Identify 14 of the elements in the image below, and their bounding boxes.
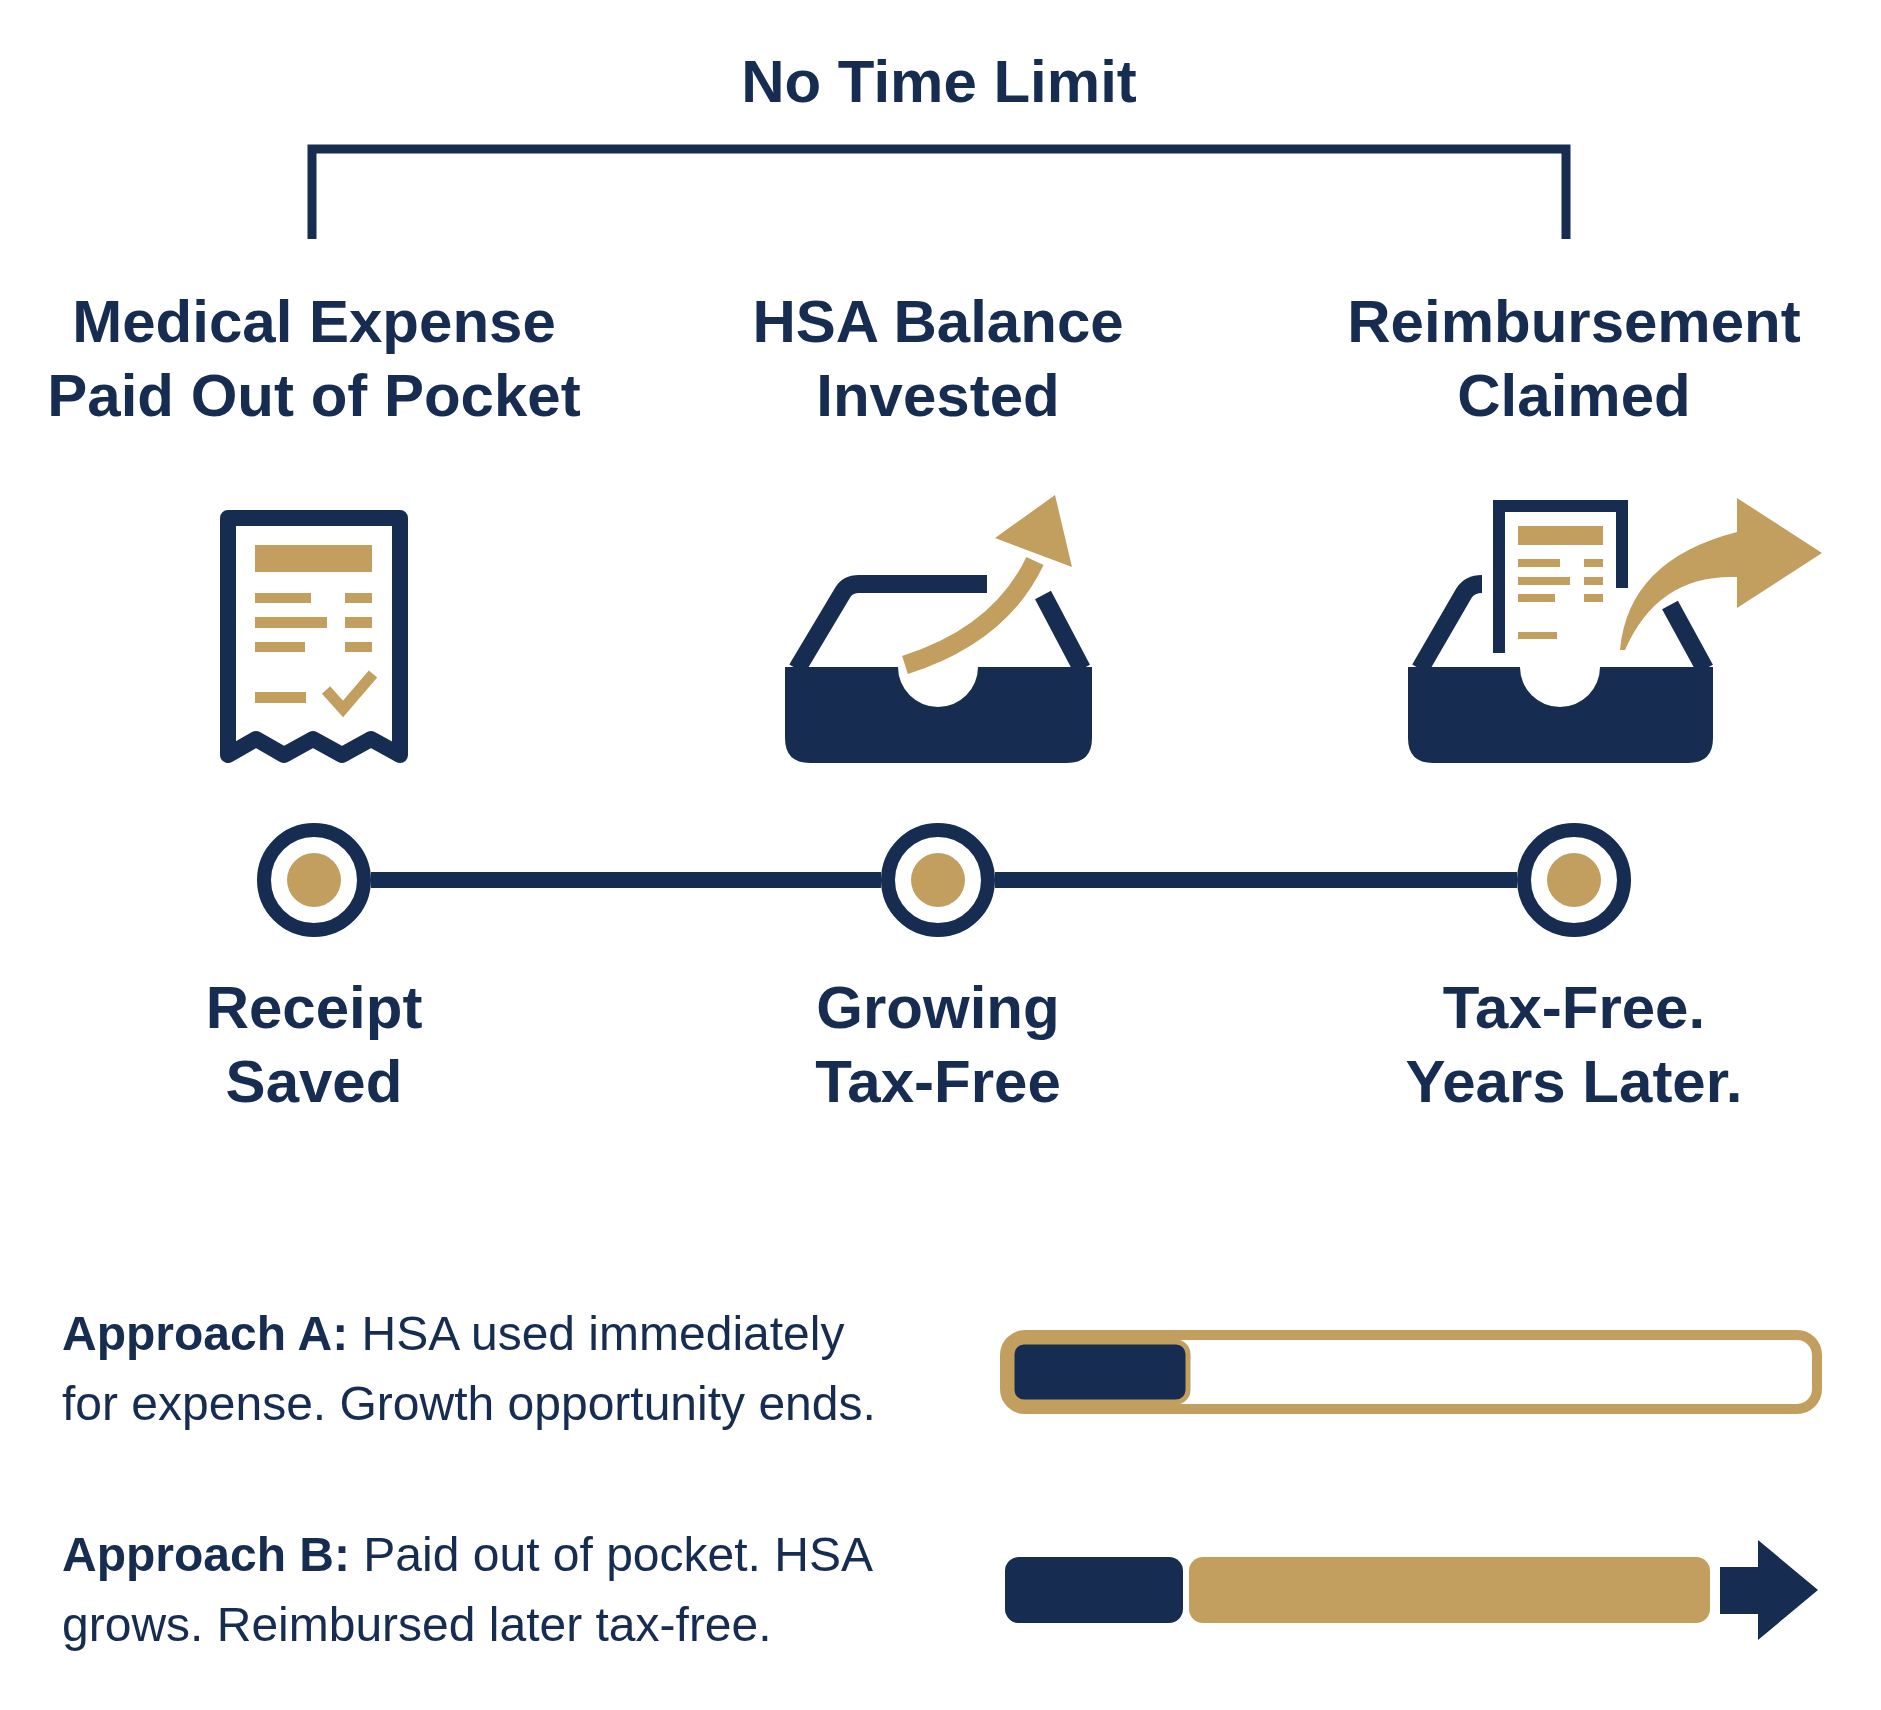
connector-line — [995, 872, 1517, 888]
approach-description: Approach B: Paid out of pocket. HSA grows. Reimbursed later tax-free. — [62, 1527, 873, 1653]
connector-line — [371, 872, 881, 888]
title: No Time Limit — [740, 47, 1138, 117]
step-caption: Growing Tax-Free — [814, 973, 1062, 1117]
timeline-marker — [257, 823, 371, 937]
timeline-marker — [1517, 823, 1631, 937]
step-caption: Receipt Saved — [204, 973, 424, 1117]
timeline-marker — [881, 823, 995, 937]
step-caption: Tax-Free. Years Later. — [1404, 973, 1744, 1117]
approach-description: Approach A: HSA used immediately for expense. Growth opportunity ends. — [62, 1306, 877, 1432]
step-heading: HSA Balance Invested — [751, 287, 1125, 431]
step-heading: Medical Expense Paid Out of Pocket — [46, 287, 582, 431]
step-heading: Reimbursement Claimed — [1346, 287, 1802, 431]
